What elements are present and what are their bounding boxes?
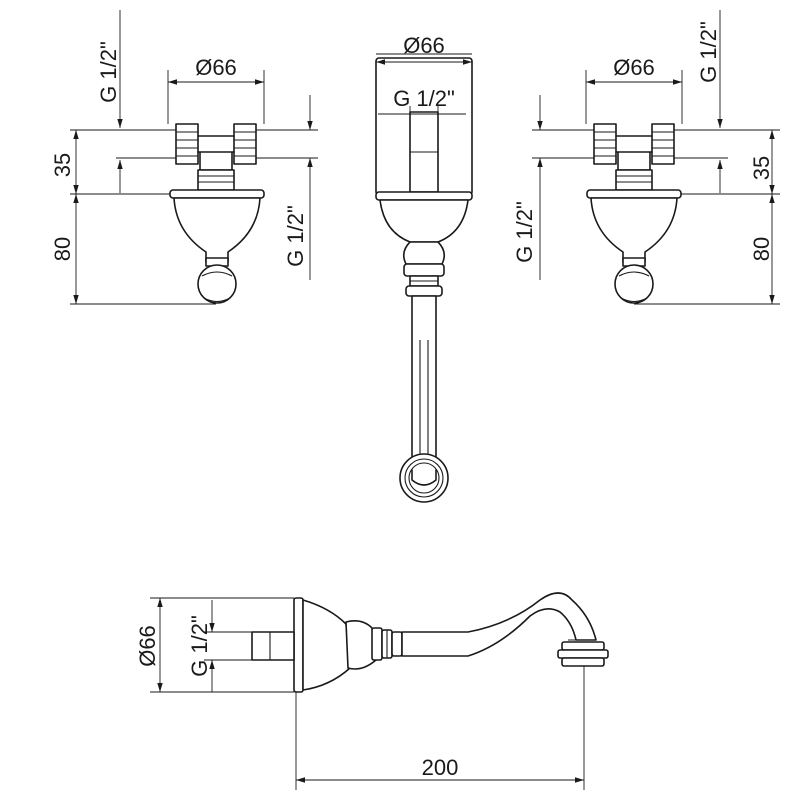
right-valve-dimensions: Ø66 G 1/2" 35 80 G 1/2" [512, 10, 780, 305]
left-valve-dimensions: Ø66 G 1/2" 35 80 G 1/2" [50, 10, 318, 305]
right-valve-body [586, 189, 682, 304]
right-valve-diameter-label: Ø66 [613, 55, 655, 80]
center-spout-thread-label: G 1/2" [393, 86, 455, 111]
left-valve-diameter-label: Ø66 [195, 55, 237, 80]
left-valve-connector [175, 123, 257, 191]
spout-side-view [251, 592, 609, 693]
right-valve-outlet-thread-label: G 1/2" [512, 201, 537, 263]
spout-thread-label: G 1/2" [187, 615, 212, 677]
left-valve-height-80-label: 80 [50, 237, 75, 261]
left-valve-thread-label: G 1/2" [96, 41, 121, 103]
right-valve-thread-label: G 1/2" [696, 21, 721, 83]
right-valve-connector [593, 123, 675, 191]
spout-flange-diameter-label: Ø66 [135, 625, 160, 667]
left-valve-outlet-thread-label: G 1/2" [283, 205, 308, 267]
right-valve [586, 123, 682, 304]
left-valve [169, 123, 265, 304]
spout-projection-200-label: 200 [422, 755, 459, 780]
left-valve-body [169, 189, 265, 304]
center-spout-dimensions: Ø66 G 1/2" [376, 33, 472, 115]
left-valve-height-35-label: 35 [50, 153, 75, 177]
right-valve-height-80-label: 80 [749, 237, 774, 261]
spout-side-dimensions: Ø66 G 1/2" 200 [135, 597, 585, 790]
right-valve-height-35-label: 35 [749, 156, 774, 180]
center-spout-front [375, 57, 473, 503]
center-spout-diameter-label: Ø66 [403, 33, 445, 58]
